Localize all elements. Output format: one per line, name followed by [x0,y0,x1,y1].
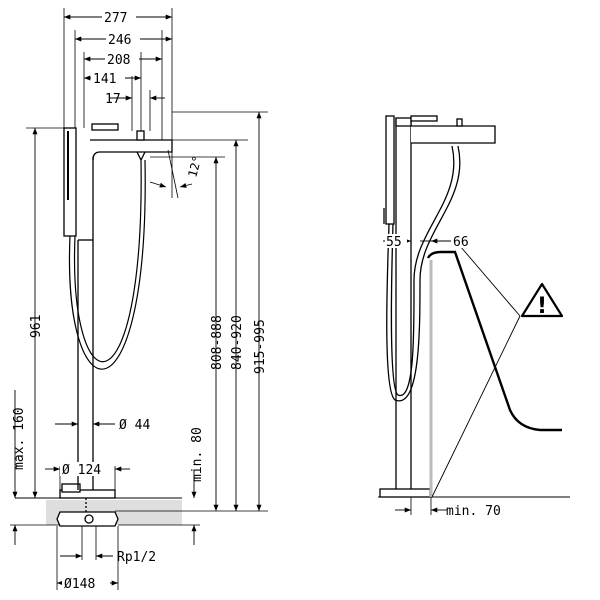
label-min-80: min. 80 [190,427,205,482]
side-view-labels: 55 66 min. 70 [385,234,501,519]
angle-arrow-left [149,181,167,188]
label-d148: Ø148 [64,577,95,592]
diverter-knob [136,130,145,141]
side-knob [456,118,463,127]
mixer-lever [91,123,119,131]
angle-ref-1 [167,149,179,199]
label-max-160: max. 160 [12,407,27,470]
shower-hose-inner [73,159,142,363]
side-hose-inner [390,145,455,396]
side-base-plate [379,488,431,498]
front-view [10,8,268,590]
rough-in-port [84,514,94,524]
base-plate [59,489,116,499]
label-246: 246 [108,33,131,48]
label-d124: Ø 124 [62,463,101,478]
shower-hose [68,159,146,370]
label-961: 961 [29,315,44,338]
label-208: 208 [107,53,130,68]
front-view-labels: 277 246 208 141 17 12° 961 max. 160 Ø 44… [12,9,268,592]
side-hose [386,145,461,402]
side-view [378,115,570,515]
hand-shower [63,127,77,237]
side-lever [410,115,438,122]
label-277: 277 [104,11,127,26]
label-66: 66 [453,235,469,250]
warning-leader-2 [431,315,521,498]
label-min-70: min. 70 [446,504,501,519]
label-808-888: 808-888 [210,315,225,370]
angle-arrow-right [179,183,193,188]
side-column-head [395,117,412,127]
warning-leader-1 [459,245,521,317]
side-spout [411,125,496,144]
spout-body [90,139,173,161]
label-55: 55 [386,235,402,250]
exclamation-triangle-icon: ! [520,282,564,319]
label-840-920: 840-920 [230,315,245,370]
tub-profile [426,250,562,432]
label-angle: 12° [185,154,204,179]
label-rp: Rp1/2 [117,550,156,565]
warning-glyph: ! [537,294,547,319]
label-141: 141 [93,72,116,87]
side-hand-shower [385,115,395,225]
base-foot [61,483,81,493]
label-d44: Ø 44 [119,418,150,433]
rough-in-body [56,511,119,527]
label-17: 17 [105,92,121,107]
label-915-995: 915-995 [253,319,268,374]
spout-nozzle [136,151,146,162]
